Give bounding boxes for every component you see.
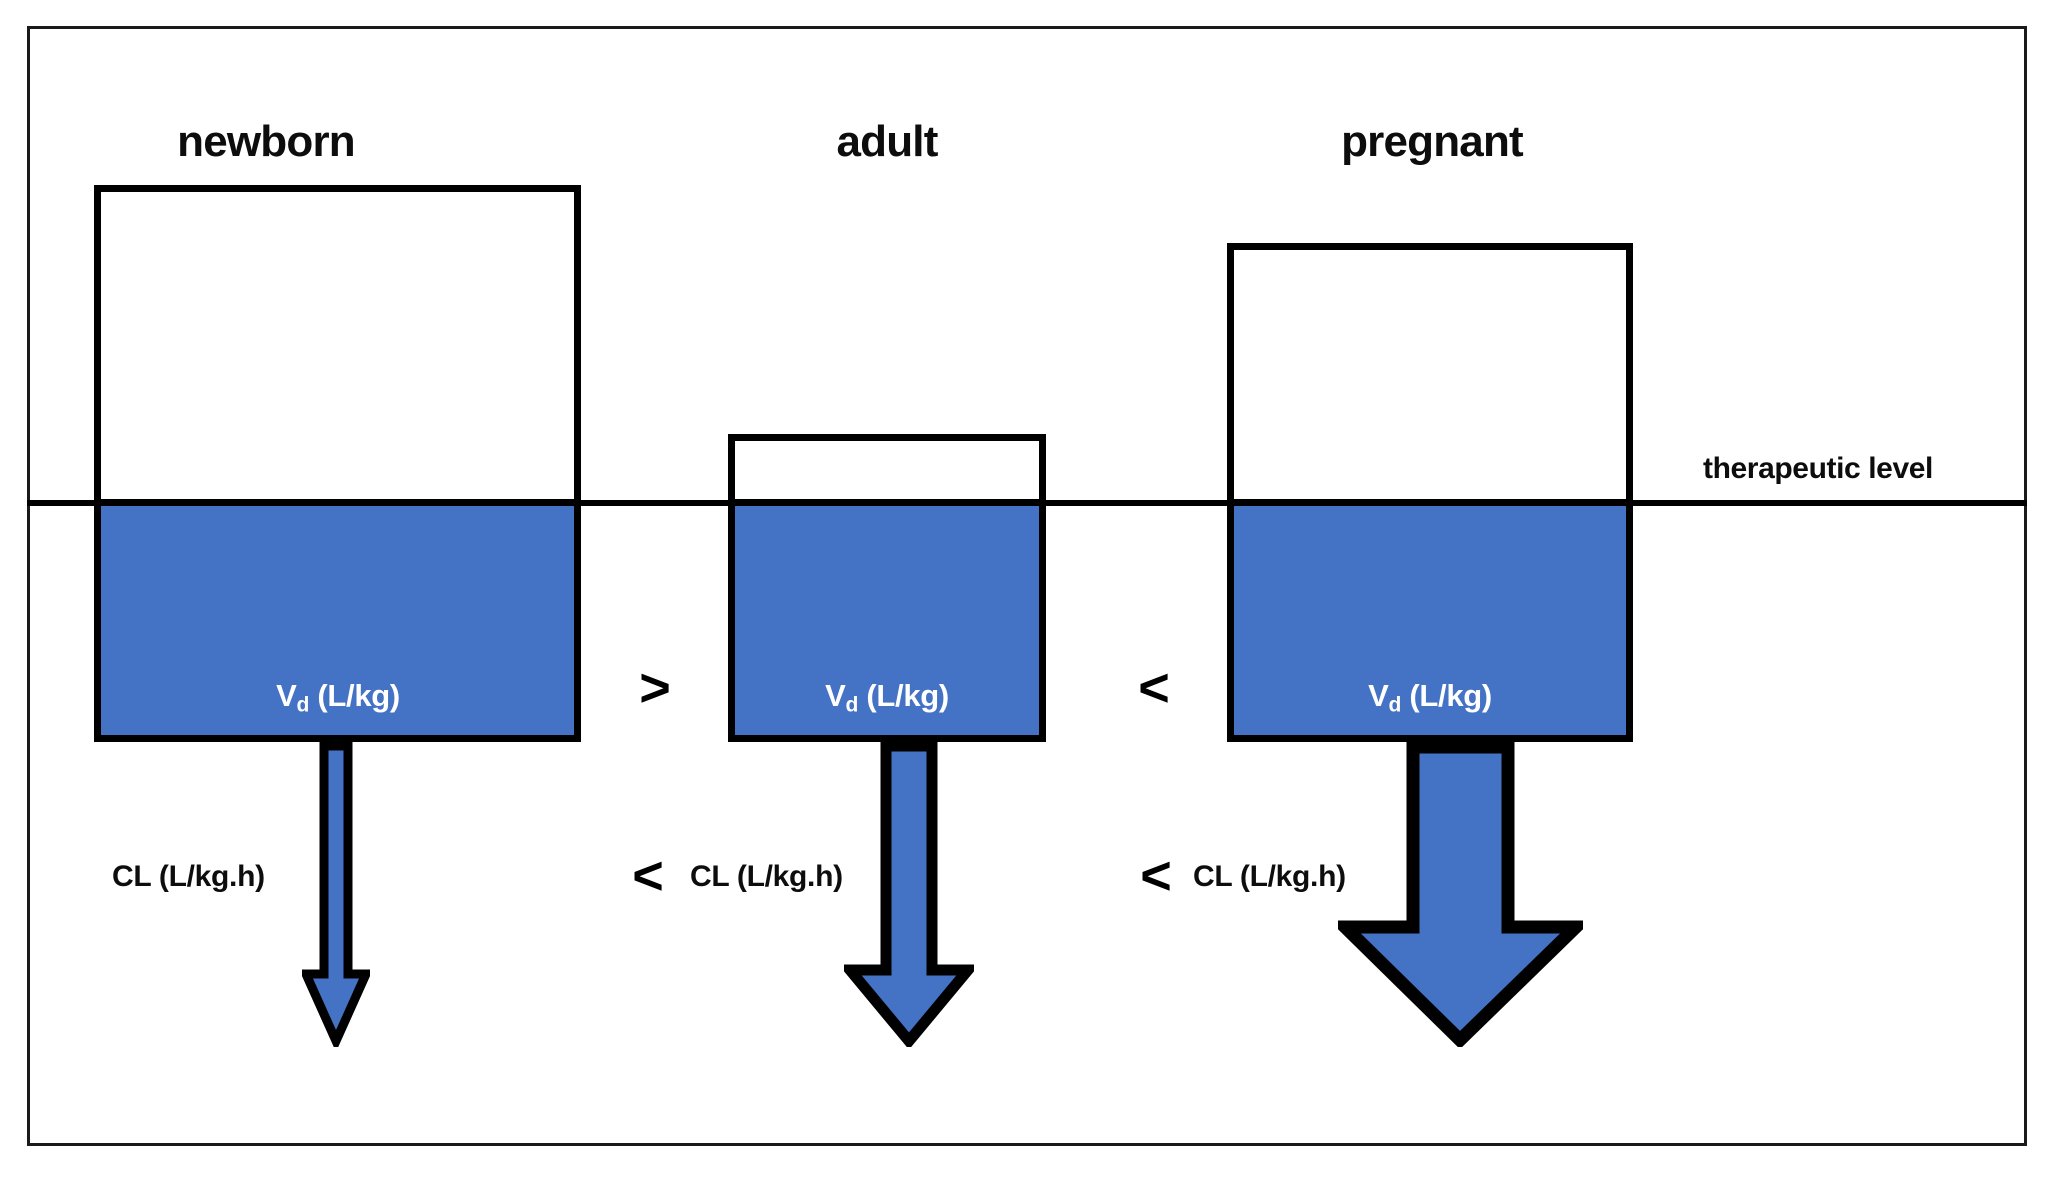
pregnant-box-above-therapeutic <box>1227 243 1633 506</box>
column-title-newborn: newborn <box>177 117 356 166</box>
pregnant-cl-label: CL (L/kg.h) <box>1193 860 1346 893</box>
vd-unit: (L/kg) <box>858 678 949 713</box>
vd-comparator-adult-pregnant: < <box>1138 658 1170 718</box>
column-title-adult: adult <box>836 117 938 166</box>
vd-subscript: d <box>845 693 859 717</box>
vd-comparator-newborn-adult: > <box>639 658 671 718</box>
cl-comparator-newborn-adult: < <box>632 846 664 906</box>
adult-clearance-arrow <box>844 742 974 1047</box>
pregnant-vd-label: Vd (L/kg) <box>1368 678 1492 717</box>
pregnant-clearance-arrow <box>1338 742 1583 1047</box>
vd-unit: (L/kg) <box>309 678 400 713</box>
cl-comparator-adult-pregnant: < <box>1140 846 1172 906</box>
vd-unit: (L/kg) <box>1401 678 1492 713</box>
therapeutic-level-label: therapeutic level <box>1703 452 1933 485</box>
adult-box-below-therapeutic <box>728 500 1046 742</box>
adult-box-above-therapeutic <box>728 434 1046 506</box>
adult-vd-label: Vd (L/kg) <box>825 678 949 717</box>
vd-symbol: V <box>825 678 846 713</box>
pregnant-box-below-therapeutic <box>1227 500 1633 742</box>
adult-cl-label: CL (L/kg.h) <box>690 860 843 893</box>
newborn-box-above-therapeutic <box>94 185 581 506</box>
therapeutic-level-line <box>27 500 2027 506</box>
figure-border <box>27 26 2027 1146</box>
column-title-pregnant: pregnant <box>1341 117 1524 166</box>
newborn-vd-label: Vd (L/kg) <box>276 678 400 717</box>
newborn-clearance-arrow <box>302 742 370 1047</box>
vd-symbol: V <box>276 678 297 713</box>
vd-subscript: d <box>1388 693 1402 717</box>
newborn-box-below-therapeutic <box>94 500 581 742</box>
vd-symbol: V <box>1368 678 1389 713</box>
newborn-cl-label: CL (L/kg.h) <box>112 860 265 893</box>
vd-subscript: d <box>296 693 310 717</box>
